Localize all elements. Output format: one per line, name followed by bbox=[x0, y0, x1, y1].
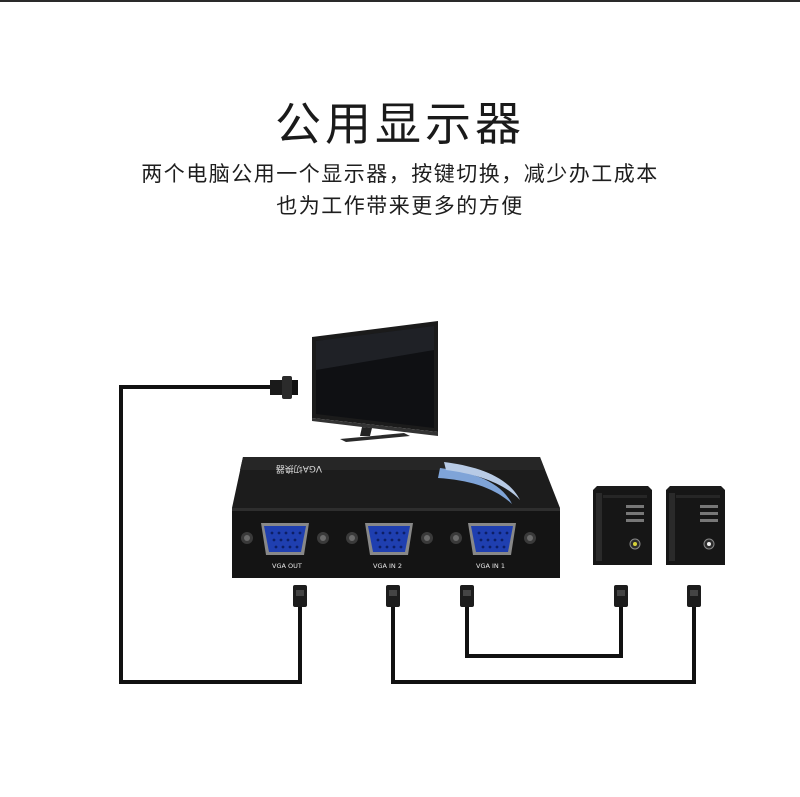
computer-b-image bbox=[666, 486, 725, 565]
cable-monitor-to-vga-out bbox=[119, 385, 302, 684]
vga-plug-in-1 bbox=[460, 585, 474, 607]
vga-plug-computer-a bbox=[614, 585, 628, 607]
top-border-line bbox=[0, 0, 800, 2]
port-vga-out: VGA OUT bbox=[241, 523, 329, 570]
subtitle-line-1: 两个电脑公用一个显示器，按键切换，减少办工成本 bbox=[141, 162, 659, 186]
page-title: 公用显示器 bbox=[275, 97, 525, 151]
vga-plug-in-2 bbox=[386, 585, 400, 607]
port-label-vga-in-1: VGA IN 1 bbox=[476, 562, 505, 570]
cable-lines bbox=[119, 385, 696, 684]
monitor-vga-plug bbox=[270, 376, 298, 399]
vga-plug-computer-b bbox=[687, 585, 701, 607]
cable-vga-in2-to-computer-b bbox=[391, 606, 696, 684]
port-label-vga-out: VGA OUT bbox=[272, 562, 302, 570]
vga-plug-out bbox=[293, 585, 307, 607]
monitor-image bbox=[312, 321, 438, 442]
port-label-vga-in-2: VGA IN 2 bbox=[373, 562, 402, 570]
port-vga-in-1: VGA IN 1 bbox=[450, 523, 536, 570]
port-vga-in-2: VGA IN 2 bbox=[346, 523, 433, 570]
switch-brand-text: VGA切换器 bbox=[276, 463, 322, 475]
switch-swoosh-logo bbox=[438, 468, 512, 504]
computer-a-image bbox=[593, 486, 652, 565]
subtitle-line-2: 也为工作带来更多的方便 bbox=[276, 194, 524, 218]
vga-switch-box: VGA切换器 VGA OUT bbox=[232, 457, 560, 578]
cable-vga-in1-to-computer-a bbox=[465, 606, 623, 658]
